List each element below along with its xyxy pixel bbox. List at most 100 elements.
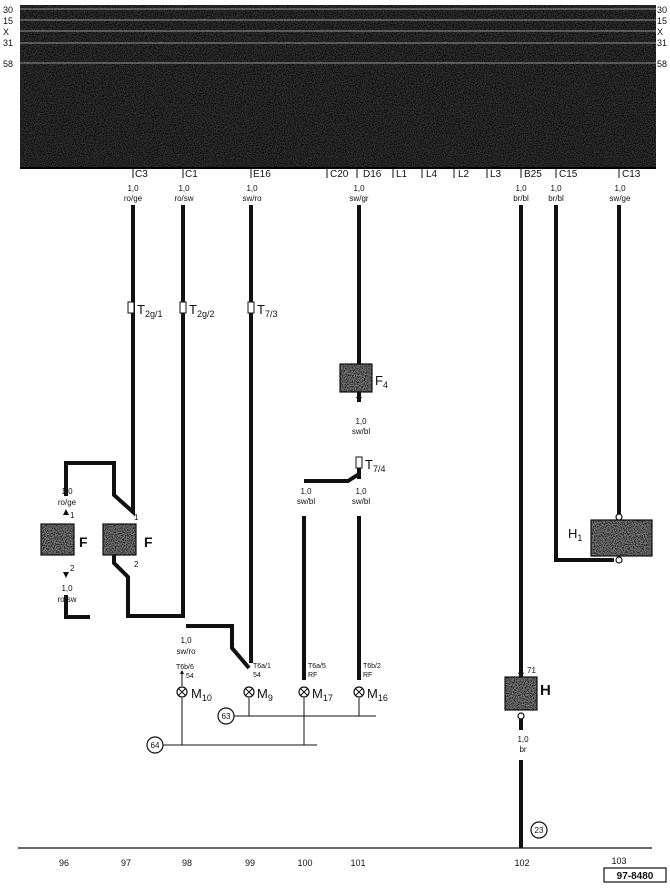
ground-64-label: 64 — [151, 741, 160, 750]
terminal-t74: T7/4 — [355, 456, 385, 474]
connector-l3: L3 — [490, 169, 502, 180]
terminal-t2g1-main: T — [137, 302, 145, 317]
component-h1-main: H — [568, 526, 577, 541]
track-96: 96 — [59, 858, 69, 868]
terminal-t2g2-main: T — [189, 302, 197, 317]
track-98: 98 — [182, 858, 192, 868]
connector-b25: B25 — [524, 169, 542, 180]
rail-label-x: X — [3, 27, 9, 37]
wire-c15 — [554, 205, 614, 562]
terminal-t2g1-sub: 2g/1 — [145, 309, 163, 319]
wire-c15-size: 1,0 — [550, 184, 562, 193]
svg-text:T2g/1: T2g/1 — [137, 302, 162, 319]
terminal-t2g1: T2g/1 — [127, 301, 162, 319]
component-f-left-pin-top: 1 — [70, 511, 75, 520]
track-103: 103 — [611, 856, 626, 866]
lamp-m16-main: M — [367, 686, 378, 701]
svg-text:T7/3: T7/3 — [257, 302, 277, 319]
svg-text:F4: F4 — [375, 373, 388, 390]
track-99: 99 — [245, 858, 255, 868]
lamp-m16-sub: 16 — [378, 693, 388, 703]
wire-t74-right-size: 1,0 — [355, 487, 367, 496]
connector-e16: E16 — [253, 169, 271, 180]
wire-c3-color: ro/ge — [124, 194, 143, 203]
rail-label-58: 58 — [657, 59, 667, 69]
wire-m9-feed — [186, 624, 251, 670]
wire-c3 — [64, 205, 135, 517]
lamp-m17-main: M — [312, 686, 323, 701]
track-100: 100 — [297, 858, 312, 868]
ground-23: 23 — [530, 821, 548, 839]
wire-t74-branch — [304, 472, 361, 483]
connector-l2: L2 — [458, 169, 470, 180]
terminal-t2g2-sub: 2g/2 — [197, 309, 215, 319]
lamp-m10-main: M — [191, 686, 202, 701]
lamp-m17-sub: 17 — [323, 693, 333, 703]
wire-b25-size: 1,0 — [515, 184, 527, 193]
wire-m10-color: sw/ro — [176, 647, 196, 656]
svg-text:T2g/2: T2g/2 — [189, 302, 214, 319]
connector-c13: C13 — [622, 169, 641, 180]
svg-text:T7/4: T7/4 — [365, 457, 385, 474]
wire-c13-color: sw/ge — [610, 194, 631, 203]
terminal-t2g2: T2g/2 — [179, 301, 214, 319]
component-h: 71 H — [504, 666, 551, 720]
component-h1: H1 — [568, 513, 653, 564]
terminal-t73-main: T — [257, 302, 265, 317]
connector-l1: L1 — [396, 169, 408, 180]
lamp-m10-sub: 10 — [202, 693, 212, 703]
component-f4-sub: 4 — [383, 380, 388, 390]
component-h1-sub: 1 — [577, 533, 582, 543]
lamp-m9-sub: 9 — [268, 693, 273, 703]
lamp-m10-pin: 54 — [186, 673, 194, 680]
wire-f4-out-color: sw/bl — [352, 427, 370, 436]
lamp-m9-pin: 54 — [253, 672, 261, 679]
wire-t74-left-color: sw/bl — [297, 497, 315, 506]
wire-f-left-top-size: 1,0 — [61, 487, 73, 496]
component-f4: F4 — [339, 363, 388, 402]
component-f-right-pin-top: 1 — [134, 513, 139, 522]
ground-lines — [18, 698, 652, 849]
component-f-left-pin-bottom: 2 — [70, 564, 75, 573]
connector-l4: L4 — [426, 169, 438, 180]
component-f-right: 1 2 F — [102, 513, 153, 569]
ground-63-label: 63 — [222, 712, 231, 721]
lamp-m16: T6b/2 RF M16 — [353, 663, 388, 703]
track-97: 97 — [121, 858, 131, 868]
lamp-m9-main: M — [257, 686, 268, 701]
wire-c15-color: br/bl — [548, 194, 564, 203]
svg-text:M16: M16 — [367, 686, 388, 703]
track-101: 101 — [350, 858, 365, 868]
rail-label-58: 58 — [3, 59, 13, 69]
wire-labels: 1,0 ro/ge 1,0 ro/sw 1,0 sw/ro 1,0 sw/gr … — [57, 184, 631, 754]
svg-text:M10: M10 — [191, 686, 212, 703]
wire-m10-size: 1,0 — [180, 636, 192, 645]
wire-f-left-bottom-size: 1,0 — [61, 584, 73, 593]
wire-d16-color: sw/gr — [349, 194, 368, 203]
wire-d16-size: 1,0 — [353, 184, 365, 193]
connector-c3: C3 — [135, 169, 148, 180]
wire-t74-right-color: sw/bl — [352, 497, 370, 506]
connector-c15: C15 — [559, 169, 578, 180]
rail-label-30: 30 — [657, 5, 667, 15]
wire-h-out-color: br — [519, 745, 526, 754]
current-track-numbers: 96 97 98 99 100 101 102 103 — [59, 856, 627, 868]
wire-c1 — [112, 205, 185, 618]
lamp-m16-plug: T6b/2 — [363, 663, 381, 670]
rail-label-15: 15 — [3, 16, 13, 26]
lamp-m17-plug: T6a/5 — [308, 663, 326, 670]
wire-e16-size: 1,0 — [246, 184, 258, 193]
terminal-t73-sub: 7/3 — [265, 309, 278, 319]
terminal-t74-sub: 7/4 — [373, 464, 386, 474]
ground-23-label: 23 — [535, 826, 544, 835]
svg-text:H1: H1 — [568, 526, 582, 543]
connector-c20: C20 — [330, 169, 349, 180]
lamp-m9-plug: T6a/1 — [253, 663, 271, 670]
wire-c1-color: ro/sw — [174, 194, 193, 203]
wires — [64, 205, 621, 848]
wire-f-left-bottom — [64, 595, 90, 619]
svg-text:M17: M17 — [312, 686, 333, 703]
lamp-m17-pin: RF — [308, 672, 317, 679]
connector-c1: C1 — [185, 169, 198, 180]
rail-label-15: 15 — [657, 16, 667, 26]
